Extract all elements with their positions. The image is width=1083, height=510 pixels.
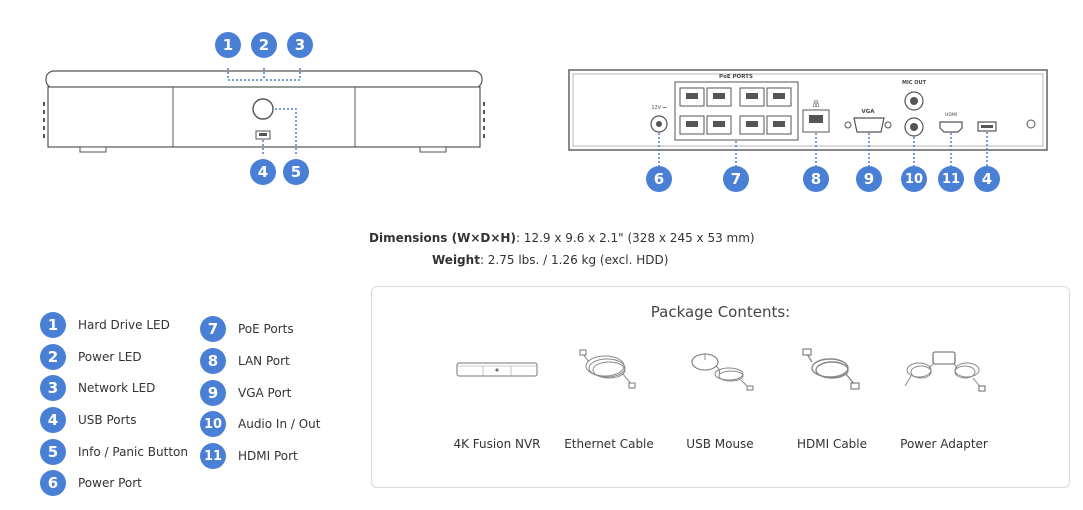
legend-label: PoE Ports <box>238 322 294 336</box>
legend-label: Info / Panic Button <box>78 445 188 459</box>
package-item-label: HDMI Cable <box>796 437 868 451</box>
svg-text:品: 品 <box>813 100 820 108</box>
legend-label: Network LED <box>78 381 156 395</box>
callout-badge-7: 7 <box>723 166 749 192</box>
poe-ports-label: PoE PORTS <box>719 74 753 80</box>
legend-badge: 5 <box>40 439 66 465</box>
legend-badge: 9 <box>200 380 226 406</box>
package-item-ethernet-cable: Ethernet Cable <box>553 345 665 451</box>
package-contents-title: Package Contents: <box>650 303 791 321</box>
callout-badge-4-front: 4 <box>250 159 276 185</box>
hdmi-cable-icon <box>802 348 860 390</box>
callout-badge-5: 5 <box>283 159 309 185</box>
callout-badge-10: 10 <box>901 166 927 192</box>
callout-badge-3: 3 <box>287 32 313 58</box>
legend-badge: 1 <box>40 312 66 338</box>
legend-item-1: 1 Hard Drive LED <box>40 312 170 338</box>
legend-item-8: 8 LAN Port <box>200 348 290 374</box>
ethernet-cable-icon <box>579 349 636 389</box>
legend-item-4: 4 USB Ports <box>40 407 137 433</box>
svg-text:HDMI: HDMI <box>945 112 957 118</box>
callout-badge-1: 1 <box>215 32 241 58</box>
package-item-hdmi-cable: HDMI Cable <box>776 345 888 451</box>
dimensions-label: Dimensions (W×D×H) <box>369 231 516 245</box>
power-adapter-icon <box>904 351 986 392</box>
legend-label: Hard Drive LED <box>78 318 170 332</box>
callout-badge-9: 9 <box>856 166 882 192</box>
package-contents-box: Package Contents: 4K Fusion NVR <box>371 286 1070 488</box>
legend-item-2: 2 Power LED <box>40 344 142 370</box>
legend-label: USB Ports <box>78 413 137 427</box>
package-item-label: Power Adapter <box>900 437 988 451</box>
svg-text:12V ⎓: 12V ⎓ <box>651 105 666 111</box>
legend-badge: 2 <box>40 344 66 370</box>
legend-item-11: 11 HDMI Port <box>200 443 298 469</box>
legend-badge: 7 <box>200 316 226 342</box>
legend-badge: 3 <box>40 375 66 401</box>
legend-badge: 10 <box>200 411 226 437</box>
package-item-label: Ethernet Cable <box>564 437 654 451</box>
legend-item-5: 5 Info / Panic Button <box>40 439 188 465</box>
usb-mouse-icon <box>691 353 754 391</box>
legend-item-7: 7 PoE Ports <box>200 316 294 342</box>
legend-label: LAN Port <box>238 354 290 368</box>
legend-item-3: 3 Network LED <box>40 375 155 401</box>
callout-badge-2: 2 <box>251 32 277 58</box>
package-item-label: 4K Fusion NVR <box>453 437 541 451</box>
package-item-nvr: 4K Fusion NVR <box>441 345 553 451</box>
callout-badge-6: 6 <box>646 166 672 192</box>
vga-label: VGA <box>861 109 875 115</box>
legend-badge: 8 <box>200 348 226 374</box>
dimensions-value: : 12.9 x 9.6 x 2.1" (328 x 245 x 53 mm) <box>515 231 755 245</box>
legend-label: VGA Port <box>238 386 292 400</box>
legend-label: Power Port <box>78 476 142 490</box>
nvr-icon <box>456 362 538 377</box>
callout-badge-8: 8 <box>803 166 829 192</box>
callout-badge-11: 11 <box>938 166 964 192</box>
nvr-rear-view: 12V ⎓ PoE PORTS 品 VGA MIC OUT HDMI <box>568 69 1048 166</box>
legend-badge: 6 <box>40 470 66 496</box>
legend-item-9: 9 VGA Port <box>200 380 291 406</box>
weight-spec: Weight: 2.75 lbs. / 1.26 kg (excl. HDD) <box>432 253 668 267</box>
weight-label: Weight <box>432 253 480 267</box>
package-item-power-adapter: Power Adapter <box>888 345 1000 451</box>
legend-label: Power LED <box>78 350 142 364</box>
legend-label: Audio In / Out <box>238 417 321 431</box>
mic-out-label: MIC OUT <box>902 80 927 86</box>
nvr-front-view <box>43 68 485 156</box>
legend-label: HDMI Port <box>238 449 298 463</box>
dimensions-spec: Dimensions (W×D×H): 12.9 x 9.6 x 2.1" (3… <box>369 231 755 245</box>
legend-item-6: 6 Power Port <box>40 470 142 496</box>
legend-badge: 4 <box>40 407 66 433</box>
legend-badge: 11 <box>200 443 226 469</box>
package-item-usb-mouse: USB Mouse <box>664 345 776 451</box>
weight-value: : 2.75 lbs. / 1.26 kg (excl. HDD) <box>479 253 669 267</box>
package-item-label: USB Mouse <box>686 437 754 451</box>
legend-item-10: 10 Audio In / Out <box>200 411 321 437</box>
callout-badge-4-rear: 4 <box>974 166 1000 192</box>
